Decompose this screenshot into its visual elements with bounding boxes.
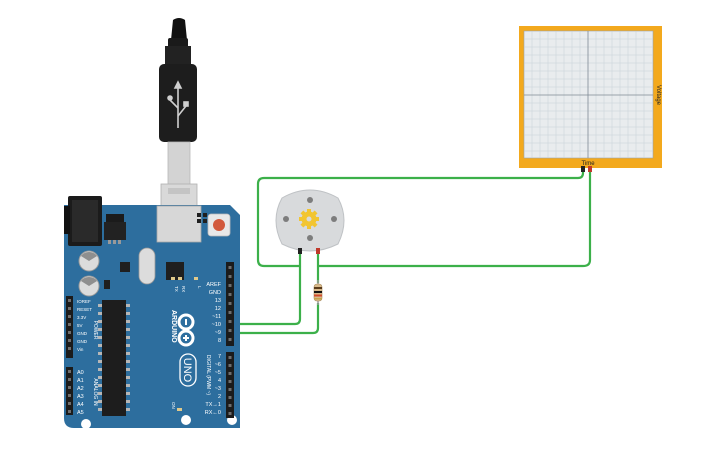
pin-label: ~9 <box>215 330 221 336</box>
arduino-board[interactable]: IOREF RESET 3.3V 5V GND GND Vin A0 A1 A2… <box>64 196 240 429</box>
reset-button[interactable] <box>207 213 231 237</box>
wire-pin10-to-motor[interactable] <box>228 266 302 326</box>
on-label: ON <box>171 402 176 409</box>
digital-pin-labels: AREF GND 13 12 ~11 ~10 ~9 8 7 ~6 ~5 4 ~3… <box>205 282 222 416</box>
pin-label: ~5 <box>215 370 221 376</box>
pin-label: 2 <box>218 394 221 400</box>
pin-label: ~6 <box>215 362 221 368</box>
usb-chip <box>166 262 184 280</box>
voltage-axis-label: Voltage <box>655 85 661 106</box>
resistor[interactable] <box>313 280 323 305</box>
pin-label: A5 <box>77 410 84 416</box>
crystal <box>138 247 156 285</box>
oscilloscope-axes <box>524 31 653 158</box>
on-led <box>177 408 182 411</box>
pin-label: IOREF <box>77 299 91 304</box>
wire-motor-to-scope-negative[interactable] <box>256 171 585 268</box>
smd-component <box>104 280 110 289</box>
pin-label: GND <box>77 331 88 336</box>
model-text: UNO <box>181 358 193 383</box>
power-jack <box>64 196 102 246</box>
digital-header-pins[interactable] <box>228 266 232 415</box>
oscilloscope-grid <box>524 31 653 158</box>
pin-label: ~10 <box>212 322 221 328</box>
l-label: L <box>197 286 202 289</box>
capacitor <box>78 250 100 297</box>
uno-badge: UNO <box>179 353 197 387</box>
pin-label: RX←0 <box>205 410 221 416</box>
icsp-header <box>197 213 207 223</box>
pin-label: A1 <box>77 378 84 384</box>
motor-terminal-negative[interactable] <box>298 248 302 254</box>
pin-label: A2 <box>77 386 84 392</box>
atmega-chip <box>98 300 130 416</box>
analog-header-label: ANALOG IN <box>92 378 98 406</box>
pin-label: TX→1 <box>205 402 221 408</box>
analog-pin-labels: A0 A1 A2 A3 A4 A5 <box>77 370 84 416</box>
pin-label: A4 <box>77 402 84 408</box>
analog-header <box>66 367 73 415</box>
pin-label: 5V <box>77 323 83 328</box>
status-leds: TX RX L <box>171 277 202 292</box>
motor-terminal-positive[interactable] <box>316 248 320 254</box>
dc-motor[interactable] <box>275 189 345 254</box>
pin-label: Vin <box>77 347 84 352</box>
pin-label: 7 <box>218 354 221 360</box>
pin-label: GND <box>77 339 88 344</box>
wires <box>228 171 592 335</box>
arduino-logo <box>177 313 195 347</box>
pin-label: GND <box>209 290 221 296</box>
power-header-pins[interactable] <box>68 299 71 350</box>
power-header-label: POWER <box>92 321 98 340</box>
usb-icon <box>167 80 189 128</box>
pin-label: 4 <box>218 378 221 384</box>
pin-label: ~11 <box>212 314 221 320</box>
pin-label: ~3 <box>215 386 221 392</box>
brand-text: ARDUINO <box>170 310 177 343</box>
rx-label: RX <box>181 286 186 292</box>
analog-header-pins[interactable] <box>68 370 71 413</box>
pin-label: 13 <box>215 298 221 304</box>
scope-terminal-positive[interactable] <box>588 166 592 172</box>
pin-label: RESET <box>77 307 92 312</box>
digital-header-label: DIGITAL (PWM ~) <box>205 355 211 395</box>
digital-header-bottom <box>226 352 234 418</box>
time-axis-label: Time <box>581 161 595 167</box>
pin-label: AREF <box>206 282 221 288</box>
power-pin-labels: IOREF RESET 3.3V 5V GND GND Vin <box>77 299 92 352</box>
voltage-regulator <box>104 214 126 244</box>
usb-port <box>156 205 202 243</box>
oscilloscope[interactable]: Time Voltage <box>519 26 662 172</box>
small-chip <box>120 262 130 272</box>
mounting-hole <box>181 415 191 425</box>
pin-label: 12 <box>215 306 221 312</box>
pin-label: 3.3V <box>77 315 86 320</box>
mounting-hole <box>81 419 91 429</box>
pin-label: A0 <box>77 370 84 376</box>
oscilloscope-screen <box>523 30 654 159</box>
power-header <box>66 296 73 358</box>
scope-terminal-negative[interactable] <box>581 166 585 172</box>
wire-motor-to-scope-positive[interactable] <box>316 171 592 268</box>
tx-label: TX <box>174 286 179 292</box>
wire-pin9-to-resistor[interactable] <box>228 303 320 335</box>
pin-label: A3 <box>77 394 84 400</box>
gear-icon <box>299 209 319 229</box>
pin-label: 8 <box>218 338 221 344</box>
